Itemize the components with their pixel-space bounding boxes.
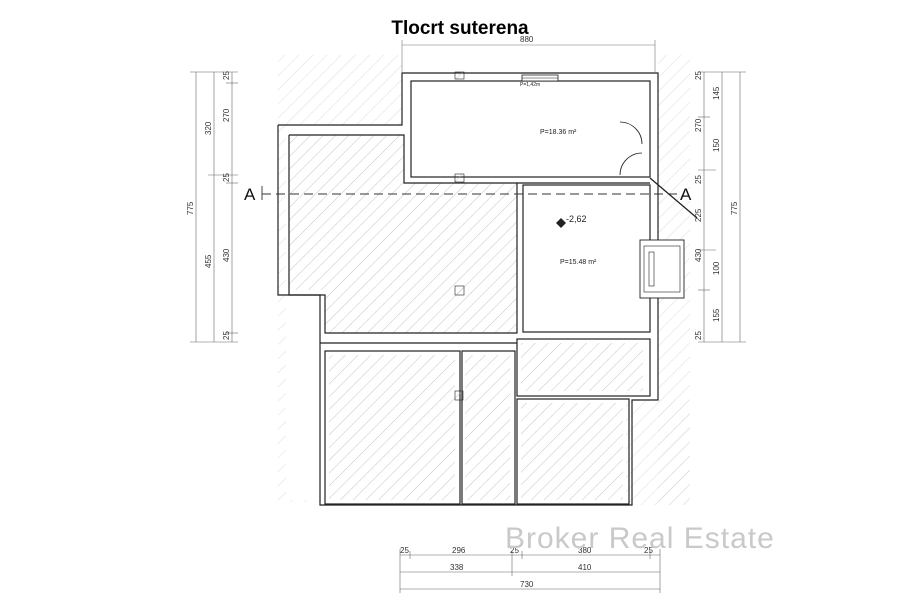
left-dim-inner-2: 270 (222, 108, 231, 122)
right-dim-middle-2: 225 (694, 208, 703, 222)
left-dim-upper: 320 (204, 121, 213, 135)
room-area-upper: P=18.36 m² (540, 129, 577, 136)
bottom-dim-r2-2: 410 (578, 563, 592, 572)
top-dimension-value: 880 (520, 35, 534, 44)
left-dim-inner-3: 25 (222, 173, 231, 182)
plan-title: Tlocrt suterena (391, 18, 529, 39)
top-dimension: 880 (401, 35, 656, 72)
bottom-dim-r1-3: 25 (510, 546, 519, 555)
section-line: A A (244, 177, 698, 219)
level-mark: -2,62 (556, 214, 587, 228)
right-dimensions (698, 71, 746, 343)
bottom-dim-r1-4: 380 (578, 546, 592, 555)
left-dim-inner-5: 25 (222, 331, 231, 340)
unexcavated-zones (289, 135, 643, 500)
right-dim-inner-2: 150 (712, 138, 721, 152)
section-marker-left: A (244, 185, 256, 204)
bottom-dim-r1-2: 296 (452, 546, 466, 555)
left-dim-inner-4: 430 (222, 248, 231, 262)
right-dim-inner-1: 145 (712, 86, 721, 100)
left-dim-inner-1: 25 (222, 71, 231, 80)
right-dim-small-1: 25 (694, 71, 703, 80)
left-dim-outer: 775 (186, 201, 195, 215)
right-dim-middle-1: 270 (694, 118, 703, 132)
section-marker-right: A (680, 185, 692, 204)
left-dim-lower: 455 (204, 254, 213, 268)
right-dim-small-3: 25 (694, 331, 703, 340)
right-dim-outer: 775 (730, 201, 739, 215)
bottom-dim-total: 730 (520, 580, 534, 589)
right-dim-middle-3: 430 (694, 248, 703, 262)
window-label: P=1,42m (520, 82, 540, 88)
watermark: Broker Real Estate (505, 522, 775, 555)
right-dim-inner-4: 155 (712, 308, 721, 322)
right-dim-inner-3: 100 (712, 261, 721, 275)
left-dimensions (190, 71, 238, 343)
bottom-dim-r2-1: 338 (450, 563, 464, 572)
bottom-dim-r1-1: 25 (400, 546, 409, 555)
level-mark-value: -2,62 (566, 214, 587, 224)
terrain-hatch (278, 55, 690, 505)
bottom-dimensions (399, 549, 661, 593)
openings (454, 71, 685, 401)
bottom-dim-r1-5: 25 (644, 546, 653, 555)
room-area-right: P=15.48 m² (560, 259, 597, 266)
right-dim-small-2: 25 (694, 175, 703, 184)
